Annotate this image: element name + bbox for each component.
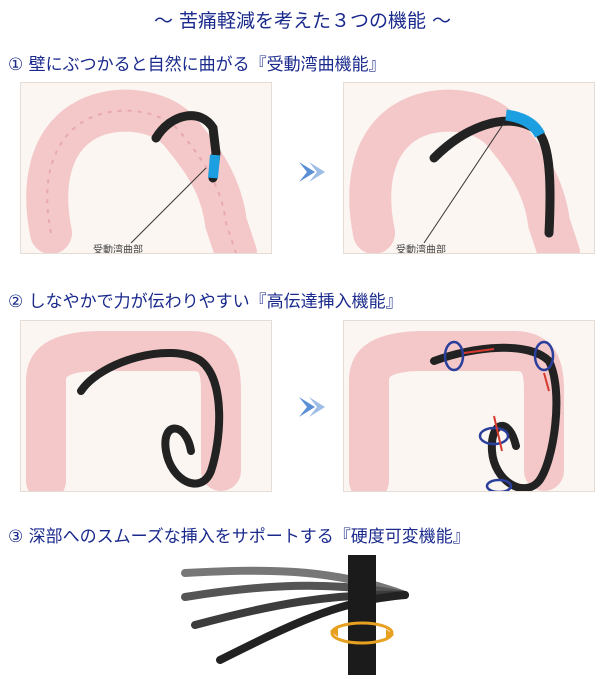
transition-arrow-icon-2	[297, 395, 327, 419]
section-3-heading: ③ 深部へのスムーズな挿入をサポートする『硬度可変機能』	[8, 527, 470, 547]
passive-bend-label: 受動湾曲部	[93, 245, 143, 254]
transition-arrow-icon	[297, 160, 327, 184]
section-2-heading: ② しなやかで力が伝わりやすい『高伝達挿入機能』	[8, 292, 403, 312]
high-force-transmission-after-image	[343, 320, 595, 492]
variable-stiffness-image	[180, 555, 420, 675]
passive-bend-before-image: 受動湾曲部	[20, 82, 272, 254]
page-title: ～ 苦痛軽減を考えた３つの機能 ～	[153, 10, 452, 32]
passive-bend-after-image: 受動湾曲部	[343, 82, 595, 254]
high-force-transmission-before-image	[20, 320, 272, 492]
section-1-heading: ① 壁にぶつかると自然に曲がる『受動湾曲機能』	[8, 55, 386, 75]
passive-bend-label-2: 受動湾曲部	[396, 245, 446, 254]
